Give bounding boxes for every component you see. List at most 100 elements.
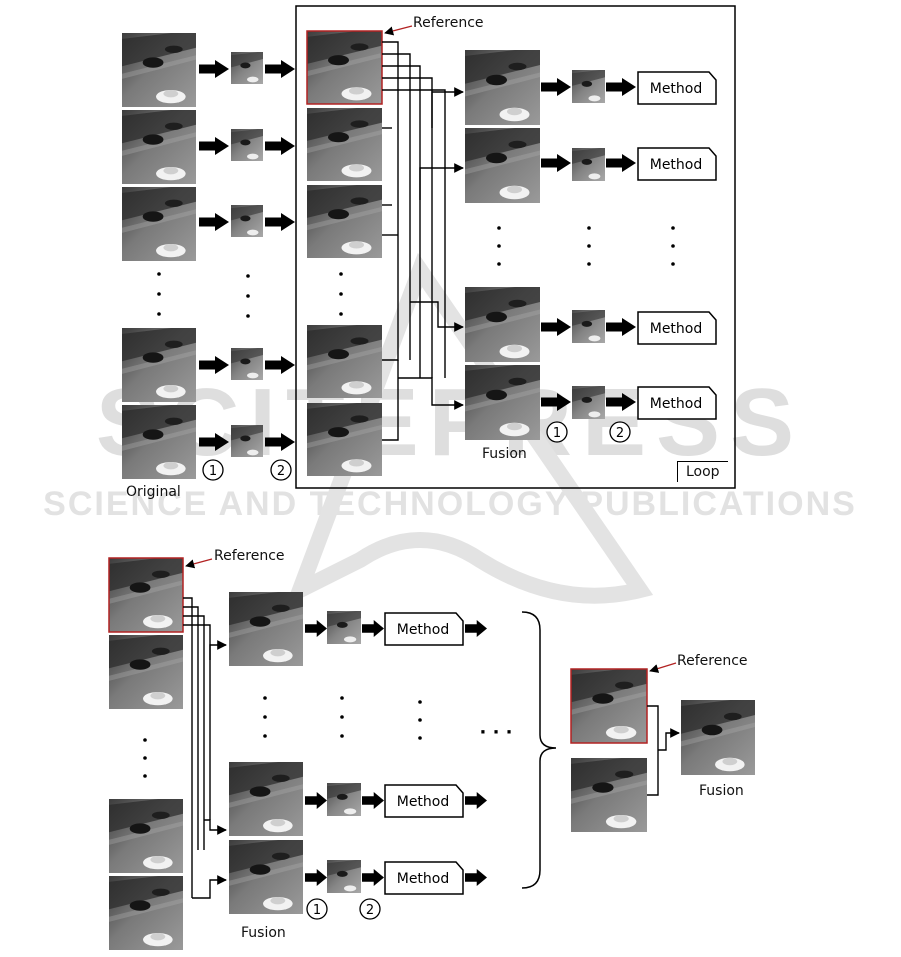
thick-arrow (265, 433, 295, 451)
method-label: Method (397, 794, 450, 810)
thick-arrow (305, 792, 327, 809)
thick-arrow (465, 869, 487, 886)
horizontal-ellipsis: · · · (479, 722, 512, 743)
small-frame (572, 147, 605, 181)
vertical-dot (418, 736, 422, 740)
reference-label: Reference (413, 15, 484, 31)
thick-arrow (606, 154, 636, 172)
vertical-dot (263, 696, 267, 700)
vertical-dot (143, 756, 147, 760)
fused-frame (465, 362, 540, 440)
vertical-dot (157, 312, 161, 316)
small-frame (572, 309, 605, 343)
top-panel: 1 2 (122, 6, 735, 488)
thick-arrow (362, 620, 384, 637)
vertical-dot (246, 294, 250, 298)
thick-arrow (199, 213, 229, 231)
thick-arrow (606, 318, 636, 336)
step-2-label: 2 (366, 903, 374, 918)
thick-arrow (541, 318, 571, 336)
vertical-dot (587, 244, 591, 248)
original-frame (122, 325, 196, 402)
vertical-dot (339, 312, 343, 316)
bottom-input-frames (109, 555, 183, 950)
final-connector (647, 706, 679, 795)
thick-arrow (541, 154, 571, 172)
small-frame (572, 69, 605, 103)
fusion-label: Fusion (699, 783, 744, 799)
vertical-dot (246, 314, 250, 318)
fused-frame (229, 589, 303, 666)
fused-frame (465, 284, 540, 362)
fused-frame (465, 47, 540, 125)
input-frame (109, 632, 183, 709)
vertical-dot (587, 226, 591, 230)
final-fusion (571, 663, 755, 832)
input-frame (109, 873, 183, 950)
vertical-dot (339, 292, 343, 296)
loop-label: Loop (677, 461, 728, 482)
step-1-label: 1 (313, 903, 321, 918)
step-1-label: 1 (553, 426, 561, 441)
vertical-dot (418, 718, 422, 722)
thick-arrow (305, 869, 327, 886)
thick-arrow (465, 792, 487, 809)
thick-arrow (465, 620, 487, 637)
vertical-dot (263, 734, 267, 738)
small-frame (231, 204, 263, 237)
thick-arrow (199, 60, 229, 78)
fused-frame (229, 759, 303, 836)
step-2-label: 2 (277, 464, 285, 479)
loop-frame (307, 322, 382, 398)
fused-frame (465, 125, 540, 203)
vertical-dot (157, 272, 161, 276)
original-label: Original (126, 484, 181, 500)
step-2-label: 2 (616, 426, 624, 441)
vertical-dot (340, 734, 344, 738)
vertical-dot (263, 715, 267, 719)
original-frame (122, 402, 196, 479)
input-frame (109, 796, 183, 873)
small-frame (231, 128, 263, 161)
loop-frame (307, 182, 382, 258)
fused-frame (229, 837, 303, 914)
thick-arrow (362, 792, 384, 809)
vertical-dot (497, 226, 501, 230)
reference-frame (109, 555, 183, 632)
reference-pointer (186, 559, 212, 566)
thick-arrow (541, 393, 571, 411)
thick-arrow (199, 356, 229, 374)
vertical-dot (246, 274, 250, 278)
vertical-dot (339, 272, 343, 276)
step-1-label: 1 (209, 464, 217, 479)
original-frame (122, 184, 196, 261)
fusion-connectors (382, 42, 463, 440)
input-frame (571, 755, 647, 832)
thick-arrow (199, 137, 229, 155)
reference-pointer (385, 26, 412, 33)
vertical-dot (418, 700, 422, 704)
vertical-dot (671, 244, 675, 248)
vertical-dot (497, 244, 501, 248)
vertical-dot (671, 226, 675, 230)
final-fused-frame (681, 697, 755, 775)
thick-arrow (305, 620, 327, 637)
thick-arrow (265, 60, 295, 78)
fusion-label: Fusion (241, 925, 286, 941)
vertical-dot (143, 774, 147, 778)
loop-frame (307, 400, 382, 476)
vertical-dot (157, 292, 161, 296)
curly-brace (522, 612, 556, 888)
method-label: Method (397, 622, 450, 638)
loop-frame (307, 105, 382, 181)
small-frame (231, 424, 263, 457)
thick-arrow (541, 78, 571, 96)
method-label: Method (650, 81, 703, 97)
small-frame (572, 385, 605, 419)
small-frame (327, 782, 361, 816)
reference-frame (571, 666, 647, 743)
vertical-dot (671, 262, 675, 266)
bottom-fused-frames (229, 589, 303, 914)
thick-arrow (362, 869, 384, 886)
reference-pointer (650, 663, 676, 671)
